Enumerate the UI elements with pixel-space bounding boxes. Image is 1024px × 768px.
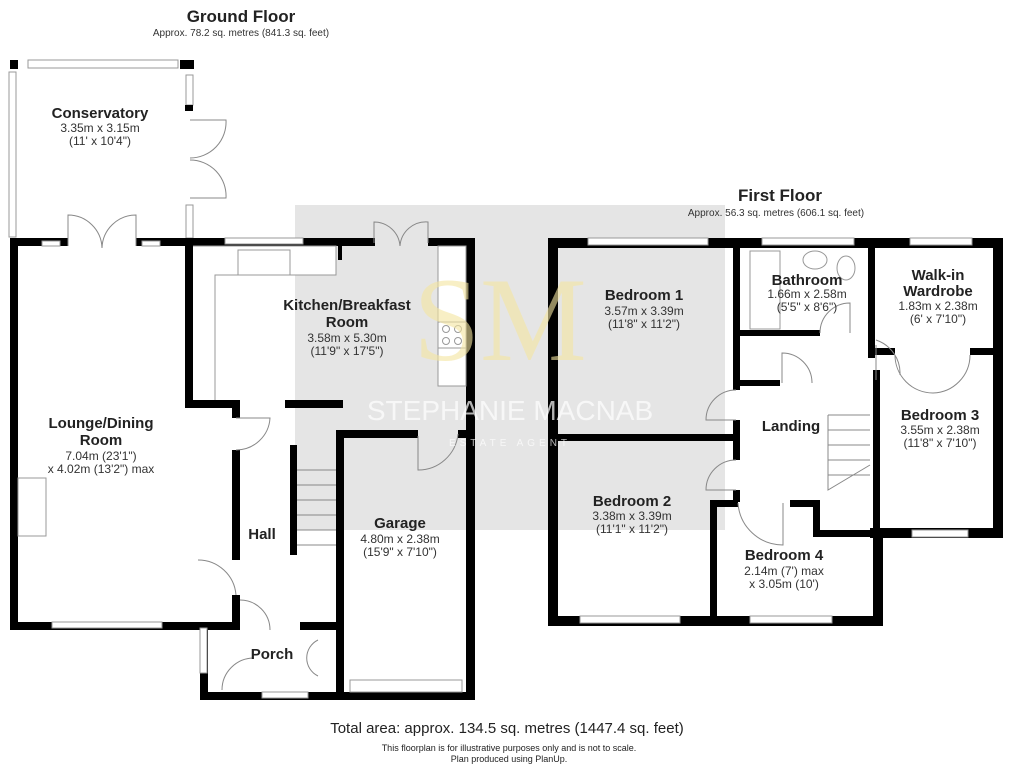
- first-floor-plan: [548, 237, 1003, 626]
- svg-text:4.80m x 2.38m: 4.80m x 2.38m: [360, 532, 439, 546]
- svg-text:(6' x 7'10"): (6' x 7'10"): [910, 312, 966, 326]
- first-floor-title: First Floor: [738, 186, 822, 205]
- svg-text:3.55m x 2.38m: 3.55m x 2.38m: [900, 423, 979, 437]
- room-bedroom-3: Bedroom 3 3.55m x 2.38m (11'8" x 7'10"): [900, 407, 979, 450]
- watermark-tagline: ESTATE AGENT: [449, 438, 571, 449]
- room-walk-in-wardrobe: Walk-in Wardrobe 1.83m x 2.38m (6' x 7'1…: [898, 267, 977, 326]
- svg-text:(11'1" x 11'2"): (11'1" x 11'2"): [596, 522, 668, 536]
- svg-text:(11'9" x 17'5"): (11'9" x 17'5"): [311, 344, 384, 358]
- svg-text:3.35m x 3.15m: 3.35m x 3.15m: [60, 121, 139, 135]
- svg-text:(11'8" x 11'2"): (11'8" x 11'2"): [608, 317, 680, 331]
- watermark-monogram: SM: [413, 253, 586, 386]
- total-area: Total area: approx. 134.5 sq. metres (14…: [330, 720, 684, 737]
- svg-text:2.14m (7') max: 2.14m (7') max: [744, 564, 824, 578]
- svg-text:1.66m x 2.58m: 1.66m x 2.58m: [767, 287, 846, 301]
- svg-text:7.04m (23'1"): 7.04m (23'1"): [65, 449, 136, 463]
- svg-text:Walk-in: Walk-in: [912, 267, 965, 284]
- room-porch: Porch: [251, 646, 294, 663]
- svg-text:Bedroom 4: Bedroom 4: [745, 547, 824, 564]
- ground-floor-title: Ground Floor: [187, 7, 296, 26]
- svg-text:3.58m x 5.30m: 3.58m x 5.30m: [307, 331, 386, 345]
- svg-text:Room: Room: [326, 314, 369, 331]
- room-lounge-dining: Lounge/Dining Room 7.04m (23'1") x 4.02m…: [48, 415, 155, 476]
- room-bedroom-2: Bedroom 2 3.38m x 3.39m (11'1" x 11'2"): [592, 493, 671, 536]
- svg-text:(5'5" x 8'6"): (5'5" x 8'6"): [777, 300, 837, 314]
- svg-text:Wardrobe: Wardrobe: [903, 283, 972, 300]
- svg-text:3.38m x 3.39m: 3.38m x 3.39m: [592, 509, 671, 523]
- svg-text:Bedroom 1: Bedroom 1: [605, 287, 683, 304]
- disclaimer: This floorplan is for illustrative purpo…: [382, 743, 637, 753]
- room-bedroom-4: Bedroom 4 2.14m (7') max x 3.05m (10'): [744, 547, 824, 591]
- room-conservatory: Conservatory 3.35m x 3.15m (11' x 10'4"): [52, 105, 149, 148]
- room-bedroom-1: Bedroom 1 3.57m x 3.39m (11'8" x 11'2"): [604, 287, 683, 331]
- svg-text:(15'9" x 7'10"): (15'9" x 7'10"): [363, 545, 437, 559]
- svg-text:Room: Room: [80, 432, 123, 449]
- watermark-panel: [295, 205, 725, 530]
- ground-floor-area: Approx. 78.2 sq. metres (841.3 sq. feet): [153, 28, 329, 39]
- svg-text:Bathroom: Bathroom: [772, 272, 843, 289]
- svg-text:Lounge/Dining: Lounge/Dining: [49, 415, 154, 432]
- svg-text:Bedroom 3: Bedroom 3: [901, 407, 979, 424]
- svg-text:Conservatory: Conservatory: [52, 105, 149, 122]
- watermark-company: STEPHANIE MACNAB: [367, 395, 653, 426]
- svg-text:3.57m x 3.39m: 3.57m x 3.39m: [604, 304, 683, 318]
- svg-text:Kitchen/Breakfast: Kitchen/Breakfast: [283, 297, 411, 314]
- credit: Plan produced using PlanUp.: [451, 754, 568, 764]
- room-kitchen: Kitchen/Breakfast Room 3.58m x 5.30m (11…: [283, 297, 411, 358]
- room-bathroom: Bathroom 1.66m x 2.58m (5'5" x 8'6"): [767, 272, 846, 314]
- ground-floor-plan: [8, 59, 475, 700]
- svg-text:1.83m x 2.38m: 1.83m x 2.38m: [898, 299, 977, 313]
- svg-text:Garage: Garage: [374, 515, 426, 532]
- svg-text:Bedroom 2: Bedroom 2: [593, 493, 671, 510]
- room-hall: Hall: [248, 526, 276, 543]
- room-landing: Landing: [762, 418, 820, 435]
- svg-text:x 4.02m (13'2") max: x 4.02m (13'2") max: [48, 462, 155, 476]
- svg-text:(11'8" x 7'10"): (11'8" x 7'10"): [904, 436, 977, 450]
- room-garage: Garage 4.80m x 2.38m (15'9" x 7'10"): [360, 515, 439, 559]
- first-floor-area: Approx. 56.3 sq. metres (606.1 sq. feet): [688, 208, 864, 219]
- svg-text:x 3.05m (10'): x 3.05m (10'): [749, 577, 819, 591]
- svg-text:(11' x 10'4"): (11' x 10'4"): [69, 134, 131, 148]
